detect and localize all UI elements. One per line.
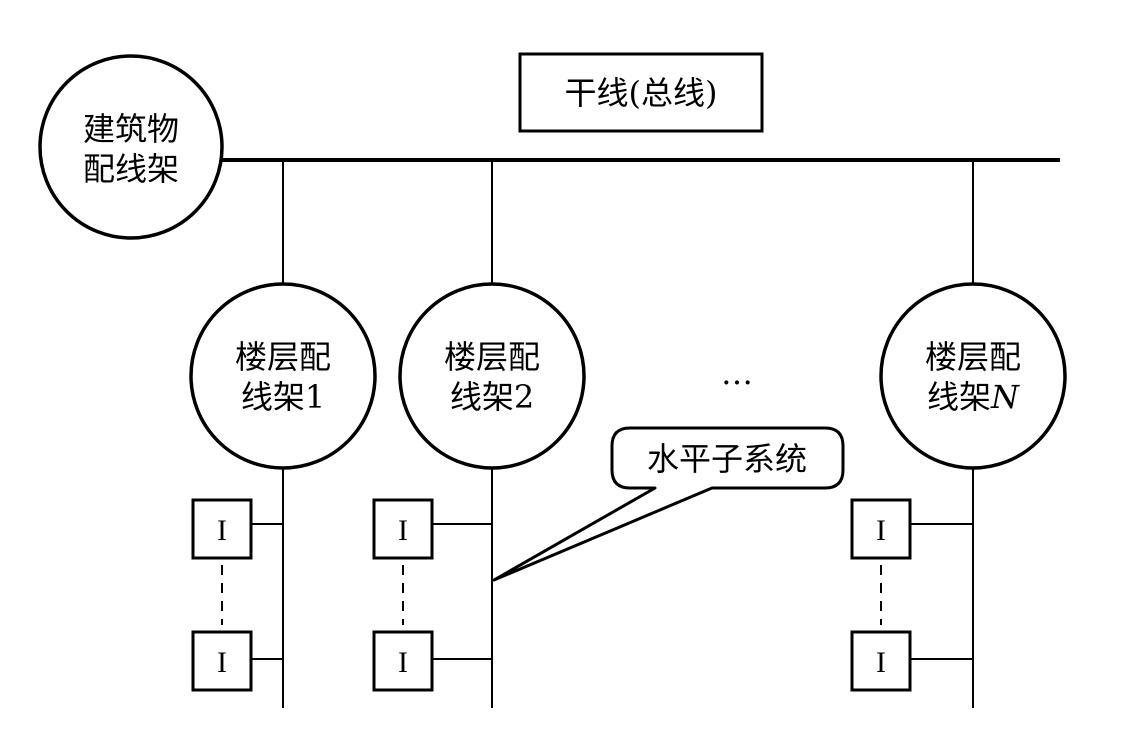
floor-frame-number-3: N bbox=[990, 378, 1020, 416]
floor-frame-label-line2-2: 线架2 bbox=[450, 378, 534, 416]
floor-frame-label-line1-2: 楼层配 bbox=[444, 338, 540, 376]
floor-frame-number-2: 2 bbox=[514, 378, 534, 416]
outlet-label-2-bottom: I bbox=[398, 646, 408, 679]
floor-frame-label-line2-1: 线架1 bbox=[241, 378, 325, 416]
outlet-label-2-top: I bbox=[398, 514, 408, 547]
trunk-label-box bbox=[518, 52, 764, 133]
outlet-box-2-bottom bbox=[372, 630, 434, 692]
ellipsis: … bbox=[721, 354, 753, 392]
outlet-label-3-top: I bbox=[876, 514, 886, 547]
floor-frame-label-prefix-3: 线架 bbox=[927, 378, 991, 416]
floor-frame-circle-1 bbox=[189, 282, 377, 470]
trunk-label: 干线(总线) bbox=[565, 74, 718, 112]
floor-frame-label-line2-3: 线架N bbox=[927, 378, 1020, 416]
outlet-box-1-bottom bbox=[191, 630, 253, 692]
floor-frame-number-1: 1 bbox=[305, 378, 325, 416]
floor-frame-label-prefix-1: 线架 bbox=[241, 378, 305, 416]
outlet-label-1-bottom: I bbox=[217, 646, 227, 679]
building-frame-circle bbox=[38, 54, 224, 240]
floor-frame-label-line1-3: 楼层配 bbox=[925, 338, 1021, 376]
floor-frame-label-line1-1: 楼层配 bbox=[235, 338, 331, 376]
outlet-box-3-top bbox=[850, 498, 912, 560]
outlet-label-1-top: I bbox=[217, 514, 227, 547]
floor-frame-label-prefix-2: 线架 bbox=[450, 378, 514, 416]
building-frame-label-line1: 建筑物 bbox=[83, 110, 179, 148]
outlet-box-3-bottom bbox=[850, 630, 912, 692]
callout-bubble bbox=[492, 426, 845, 582]
callout-label: 水平子系统 bbox=[647, 440, 807, 478]
building-frame-label-line2: 配线架 bbox=[83, 150, 179, 188]
outlet-box-2-top bbox=[372, 498, 434, 560]
floor-frame-circle-2 bbox=[398, 282, 586, 470]
outlet-label-3-bottom: I bbox=[876, 646, 886, 679]
outlet-box-1-top bbox=[191, 498, 253, 560]
floor-frame-circle-3 bbox=[879, 282, 1067, 470]
